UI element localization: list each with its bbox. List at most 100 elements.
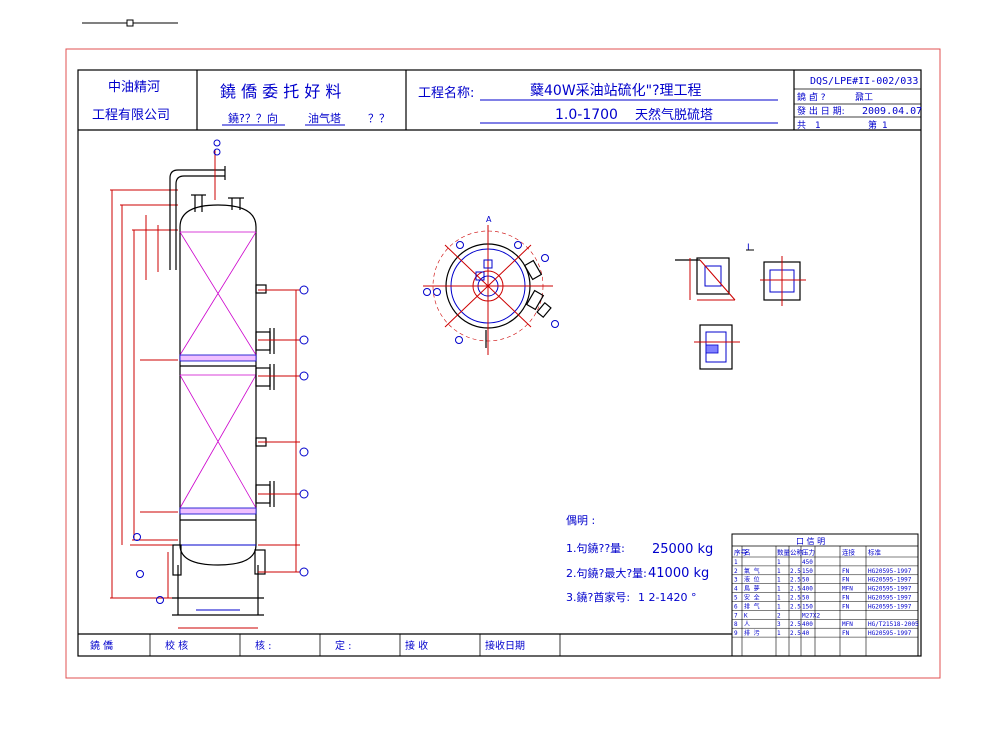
table-cell: 2.5 [790,586,801,593]
nozzle-table-title: 口 信 明 [796,536,825,546]
table-header-cell: 压力 [802,548,815,557]
footer-reviewer: 核 : [255,639,272,652]
table-cell: 1 [777,586,781,593]
table-cell: HG20595-1997 [868,603,912,610]
table-header-cell: 序号 [734,548,748,557]
company-line2: 工程有限公司 [92,108,170,123]
sheet-value: 1 [882,121,888,131]
table-cell: 1 [777,577,781,584]
table-cell: HG20595-1997 [868,568,912,575]
table-cell: 40 [802,630,810,637]
detail-mark: I [747,243,750,253]
table-cell: 安 全 [744,594,760,602]
equipment-name: 天然气脱硫塔 [635,107,713,123]
nozzle-table-headers: 序号名数量公称压力连接标准 [732,546,918,656]
document-number: DQS/LPE#II-002/033 [810,76,918,87]
table-cell: 400 [802,586,813,593]
footer-approver: 定 : [335,639,352,652]
issue-date-value: 2009.04.07 [862,106,922,117]
table-header-cell: 数量 [777,548,791,557]
table-cell: 3 [777,621,781,628]
table-cell: 2.5 [790,568,801,575]
table-cell: FN [842,568,850,575]
table-cell: MFN [842,586,853,593]
table-cell: 400 [802,621,813,628]
outer-frame [65,48,941,679]
table-cell: 1 [777,603,781,610]
document-subtitle-c: ？？ [368,112,390,125]
table-cell: 2.5 [790,577,801,584]
table-cell: 1 [734,559,738,566]
table-cell: HG/T21518-2005 [868,621,919,628]
footer-signature-row: 鐃 僑 校 核 核 : 定 : 接 收 接收日期 [78,633,733,656]
table-cell: 450 [802,559,813,566]
inner-frame [77,69,922,657]
notes-line3-label: 3.鐃?酋家号: [566,590,630,604]
table-cell: 50 [802,577,810,584]
table-cell: 3 [734,577,738,584]
table-cell: 1 [777,568,781,575]
table-cell: 8 [734,621,738,628]
notes-line1-value: 25000 kg [652,542,713,557]
table-cell: 1 [777,559,781,566]
table-cell: MFN [842,621,853,628]
table-cell: 人 [744,621,750,628]
footer-receiver: 接 收 [405,639,428,652]
title-block: 中油精河 工程有限公司 鐃 僑 委 托 好 料 鐃?？？向 油气塔 ？？ 工程名… [78,70,922,131]
table-cell: HG20595-1997 [868,630,912,637]
sheet-label: 第 [868,119,877,131]
issue-date-label: 發 出 日 期: [797,105,845,117]
table-cell: 2.5 [790,630,801,637]
footer-designer: 鐃 僑 [90,639,113,652]
table-cell: 150 [802,603,813,610]
table-cell: HG20595-1997 [868,595,912,602]
table-cell: 2 [777,612,781,619]
table-cell: 150 [802,568,813,575]
project-name: 糵40W采油站硫化"?理工程 [530,83,702,99]
notes-line3-value: 1 2-1420 ° [638,591,696,604]
design-notes: 偶明 : 1.句鐃??量: 25000 kg 2.句鐃?最大?量: 41000 … [566,514,713,604]
table-cell: 9 [734,630,738,637]
table-cell: 50 [802,595,810,602]
table-cell: 氣 气 [744,567,760,575]
sheet-marker [82,19,178,27]
table-cell: 2 [734,568,738,575]
total-sheets-value: 1 [815,121,821,131]
table-cell: HG20595-1997 [868,577,912,584]
table-cell: FN [842,577,850,584]
vessel-elevation [110,139,309,629]
table-cell: 排 气 [744,602,760,610]
table-header-cell: 标准 [868,548,882,557]
table-header-cell: 公称 [790,548,804,557]
designer-label: 鐃 卣 ? [797,91,826,103]
document-subtitle-a: 鐃?？？向 [228,111,278,125]
designer-value: 鼐工 [855,92,873,103]
table-header-cell: 名 [744,548,751,557]
table-cell: K [744,612,748,619]
equipment-spec: 1.0-1700 [555,107,618,123]
table-cell: M27X2 [802,612,820,619]
table-cell: 排 污 [744,629,760,637]
table-cell: HG20595-1997 [868,586,912,593]
total-sheets-label: 共 [797,120,806,131]
table-cell: 2.5 [790,603,801,610]
detail-views: I [675,243,806,370]
notes-line2-label: 2.句鐃?最大?量: [566,566,647,580]
table-cell: 1 [777,595,781,602]
table-cell: 4 [734,586,738,593]
table-cell: 1 [777,630,781,637]
table-cell: FN [842,630,850,637]
company-line1: 中油精河 [108,80,160,95]
table-cell: 鳥 夢 [744,585,760,593]
table-cell: 2.5 [790,621,801,628]
project-label: 工程名称: [418,85,474,101]
table-cell: FN [842,595,850,602]
plan-view-mark: A [486,215,492,224]
notes-line1-label: 1.句鐃??量: [566,541,625,555]
document-subtitle-b: 油气塔 [308,111,341,125]
document-title: 鐃 僑 委 托 好 料 [220,82,341,101]
table-cell: 7 [734,612,738,619]
